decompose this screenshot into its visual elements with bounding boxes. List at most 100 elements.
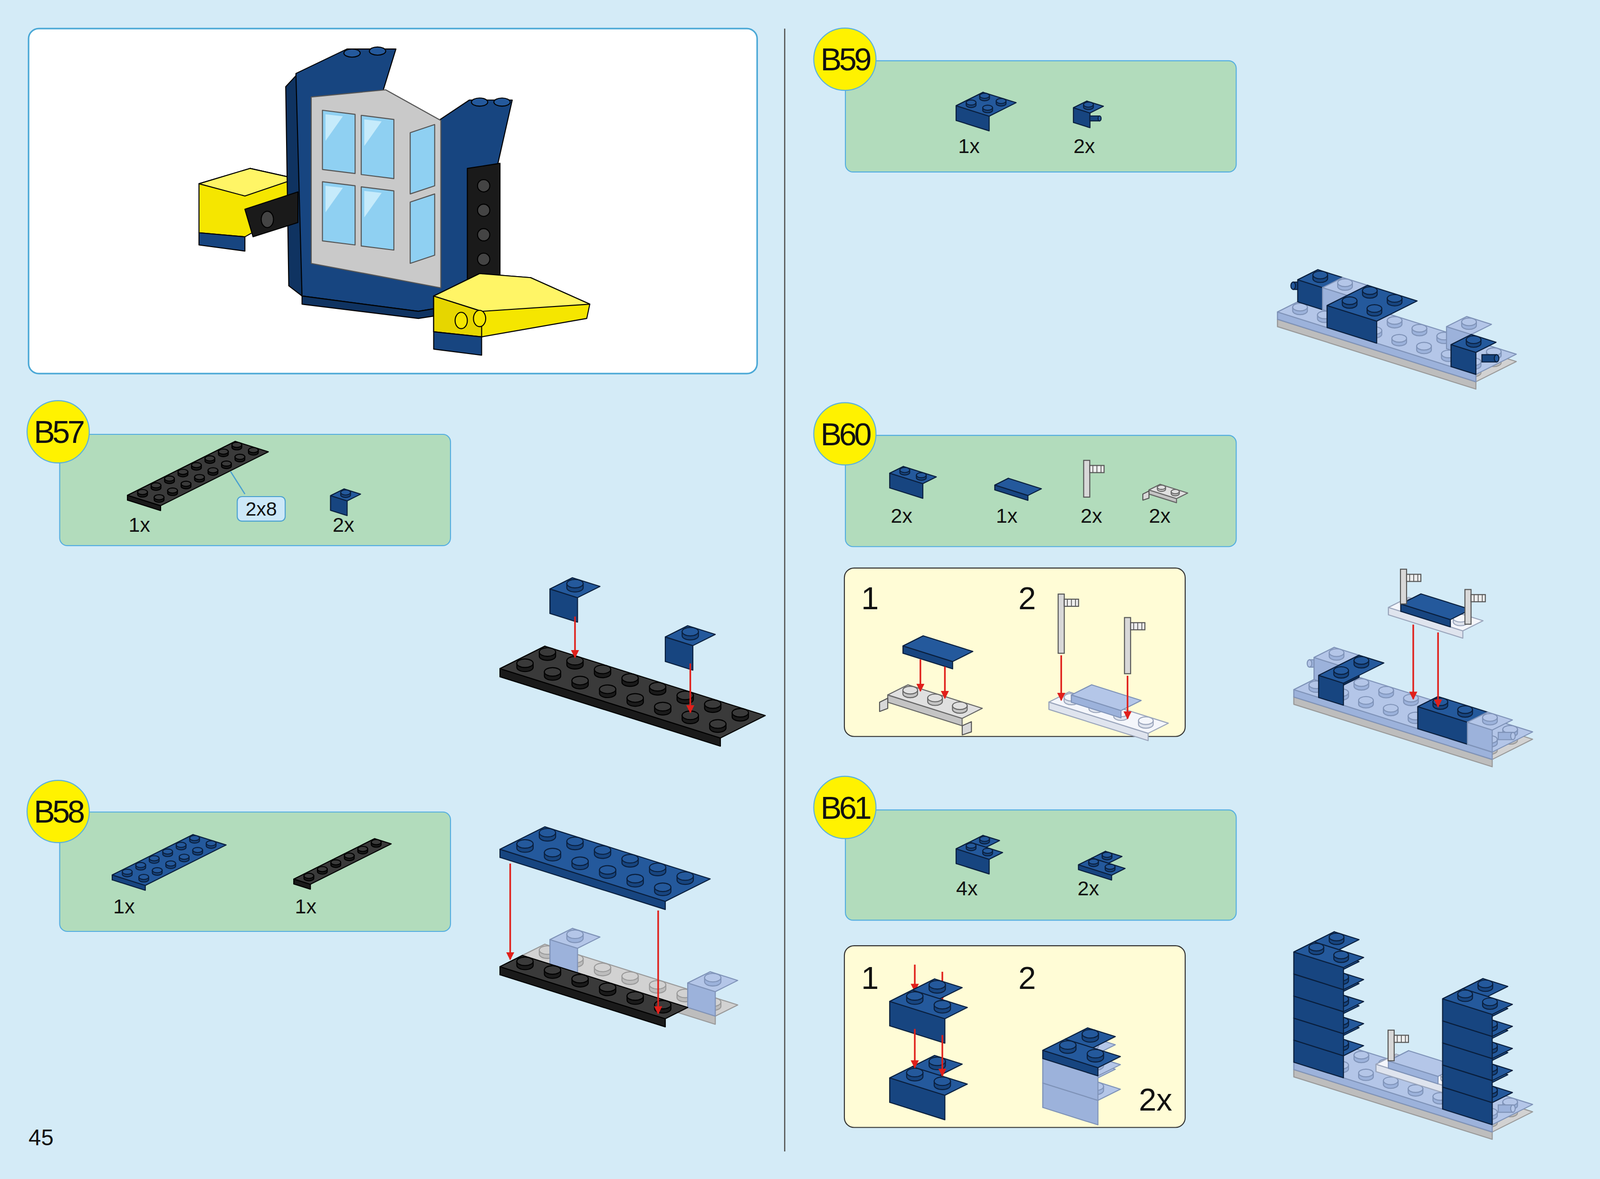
substep-number: 2: [1018, 583, 1036, 615]
brick-stud: [1353, 1051, 1369, 1059]
substep-number: 2x: [1138, 1083, 1172, 1116]
step-b61-art: [889, 835, 1533, 1140]
brick-stud: [572, 856, 589, 866]
brick-stud: [594, 845, 611, 855]
brick-stud: [566, 929, 584, 939]
step-number: B57: [33, 415, 83, 448]
brick-face: [549, 577, 600, 598]
brick-stud: [1171, 489, 1180, 494]
brick-stud: [1329, 648, 1344, 657]
part-count: 2x: [1077, 877, 1100, 899]
brick-stud: [192, 847, 203, 853]
part-count: 2x: [891, 505, 913, 526]
window-pane: [410, 193, 435, 264]
clip-bar: [1388, 1030, 1395, 1061]
brick-stud: [566, 656, 584, 665]
part-count: 2x: [332, 514, 355, 536]
brick-stud: [1457, 990, 1473, 998]
parts-panel: 4x2x: [844, 809, 1237, 921]
brick-face: [1071, 684, 1142, 711]
step-b57-art: [127, 441, 766, 747]
brick-stud: [1337, 278, 1353, 287]
clip-bar: [1481, 594, 1483, 602]
part-count: 2x: [1149, 505, 1171, 526]
clip-bar: [1066, 599, 1068, 607]
brick-stud: [1391, 334, 1407, 343]
clip-bar: [1083, 460, 1090, 498]
brick-stud: [204, 455, 215, 461]
window-pane: [322, 181, 356, 245]
brick-face: [1442, 988, 1513, 1015]
brick-stud: [566, 579, 584, 588]
brick-stud: [1353, 678, 1369, 687]
brick-stud: [1358, 696, 1374, 705]
size-label: 2x8: [245, 498, 278, 519]
brick-stud: [952, 701, 968, 710]
clip-bar: [1471, 594, 1486, 602]
axle-pin: [1098, 115, 1102, 121]
brick-stud: [916, 472, 927, 479]
brick-stud: [681, 627, 699, 636]
step-number: B59: [820, 43, 870, 76]
clip-bar: [1133, 622, 1135, 630]
brick-stud: [599, 865, 616, 875]
brick-stud: [248, 447, 259, 453]
window-pane: [361, 186, 394, 250]
brick-stud: [1333, 666, 1349, 675]
brick-stud: [517, 957, 534, 966]
brick-face: [330, 488, 361, 501]
brick-stud: [191, 462, 202, 468]
brick-stud: [966, 843, 977, 849]
part-count: 1x: [295, 896, 317, 917]
brick-stud: [599, 983, 616, 992]
clip-bar: [1074, 599, 1076, 607]
clip-bar: [1137, 622, 1139, 630]
wing-base: [199, 232, 246, 252]
brick-stud: [194, 474, 205, 480]
brick-stud: [709, 719, 726, 729]
brick-stud: [1088, 859, 1099, 865]
window-pane: [325, 114, 344, 142]
brick-stud: [902, 686, 918, 694]
brick-stud: [137, 489, 148, 495]
clip-bar: [1406, 574, 1421, 582]
part-count: 1x: [128, 514, 151, 536]
brick-stud: [151, 482, 162, 489]
brick-stud: [982, 105, 993, 111]
part-count: 1x: [113, 896, 135, 917]
technic-hole: [473, 310, 486, 327]
placement-arrow: [941, 1034, 943, 1076]
placement-arrow: [657, 910, 659, 1014]
window-pane: [325, 185, 344, 213]
brick-face: [665, 625, 716, 646]
brick-stud: [979, 93, 990, 99]
brick-stud: [153, 494, 164, 500]
axle-pin: [1510, 1104, 1516, 1112]
brick-stud: [982, 848, 993, 854]
brick-stud: [906, 1068, 923, 1077]
placement-arrow: [913, 964, 916, 992]
brick-stud: [1412, 324, 1428, 333]
brick-stud: [966, 99, 977, 106]
brick-stud: [235, 454, 246, 460]
brick-stud: [677, 871, 694, 881]
brick-stud: [654, 882, 671, 892]
brick-stud: [1105, 864, 1116, 870]
brick-face: [1149, 484, 1189, 499]
step-b59-art: [956, 92, 1517, 390]
step-b60-art: [879, 460, 1533, 767]
placement-arrow: [913, 1028, 916, 1068]
brick-face: [499, 955, 688, 1019]
step-number: B58: [33, 795, 83, 828]
step-number: B60: [820, 418, 870, 451]
step-badge: B59: [813, 27, 877, 91]
clip-bar: [1071, 599, 1073, 607]
brick-stud: [1387, 294, 1402, 303]
parts-panel: 1x2x: [844, 60, 1237, 173]
brick-stud: [369, 47, 386, 56]
clip-bar: [1400, 569, 1407, 604]
step-number: B61: [820, 791, 870, 824]
brick-stud: [732, 708, 749, 718]
brick-face: [889, 990, 968, 1019]
brick-stud: [164, 476, 175, 482]
